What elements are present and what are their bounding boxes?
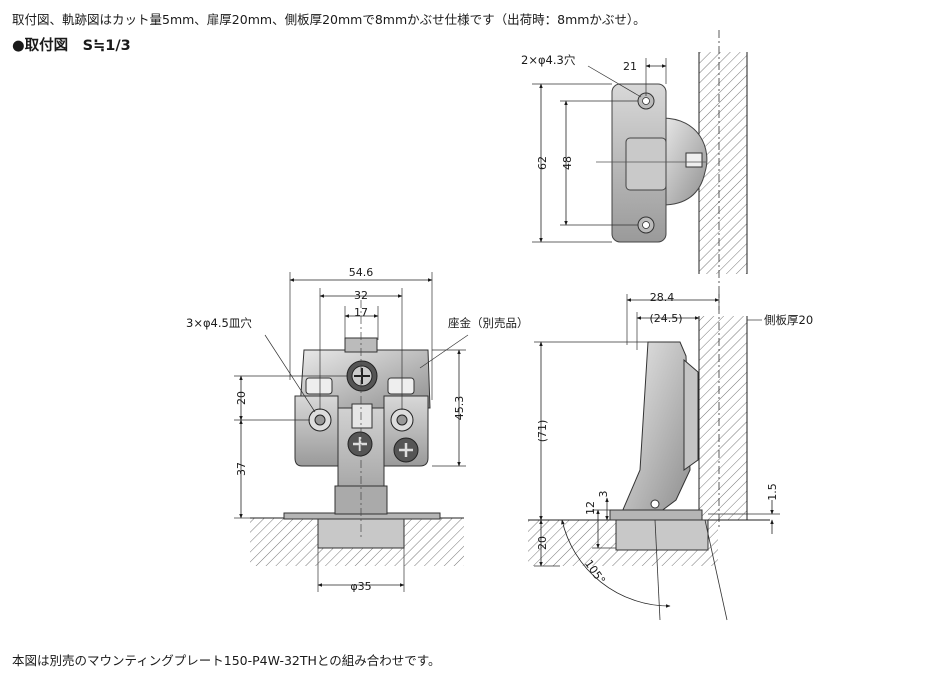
countersunk-hole-label: 3×φ4.5皿穴	[186, 316, 252, 330]
hinge-cup-top	[661, 117, 708, 206]
dim-20-front: 20	[235, 391, 248, 405]
dim-20-side: 20	[536, 536, 549, 550]
dim-24-5: (24.5)	[649, 312, 682, 325]
dim-37: 37	[235, 462, 248, 476]
dim-28-4: 28.4	[650, 291, 675, 304]
dim-48: 48	[561, 156, 574, 170]
side-panel-label: 側板厚20	[764, 313, 813, 327]
dim-21: 21	[623, 60, 637, 73]
side-view: 105° 28.4 (24.5) 側板厚20 (71) 20 12 3 1.5	[528, 290, 813, 621]
side-panel-section	[699, 316, 747, 520]
footnote: 本図は別売のマウンティングプレート150-P4W-32THとの組み合わせです。	[12, 653, 441, 668]
dim-45-3: 45.3	[453, 396, 466, 421]
front-view: 54.6 32 17 3×φ4.5皿穴 座金（別売品） 20 37 45.3 φ…	[186, 266, 529, 593]
dim-1-5: 1.5	[766, 483, 779, 501]
hole-label-top: 2×φ4.3穴	[521, 53, 576, 67]
dim-cup-diameter: φ35	[350, 580, 371, 593]
hinge-cup-side	[615, 519, 709, 551]
plate-label: 座金（別売品）	[448, 316, 529, 330]
dim-17: 17	[354, 306, 368, 319]
dim-54-6: 54.6	[349, 266, 374, 279]
figure-title: ●取付図 S≒1/3	[12, 38, 131, 54]
dim-32: 32	[354, 289, 368, 302]
spec-caption: 取付図、軌跡図はカット量5mm、扉厚20mm、側板厚20mmで8mmかぶせ仕様で…	[12, 12, 646, 27]
hinge-cup-front	[317, 517, 405, 549]
dim-62: 62	[536, 156, 549, 170]
hinge-arm-side	[621, 341, 691, 513]
dim-3: 3	[597, 491, 610, 498]
dim-71: (71)	[536, 420, 549, 443]
dim-12: 12	[584, 501, 597, 515]
top-view: 62 48 21 2×φ4.3穴	[521, 30, 748, 290]
